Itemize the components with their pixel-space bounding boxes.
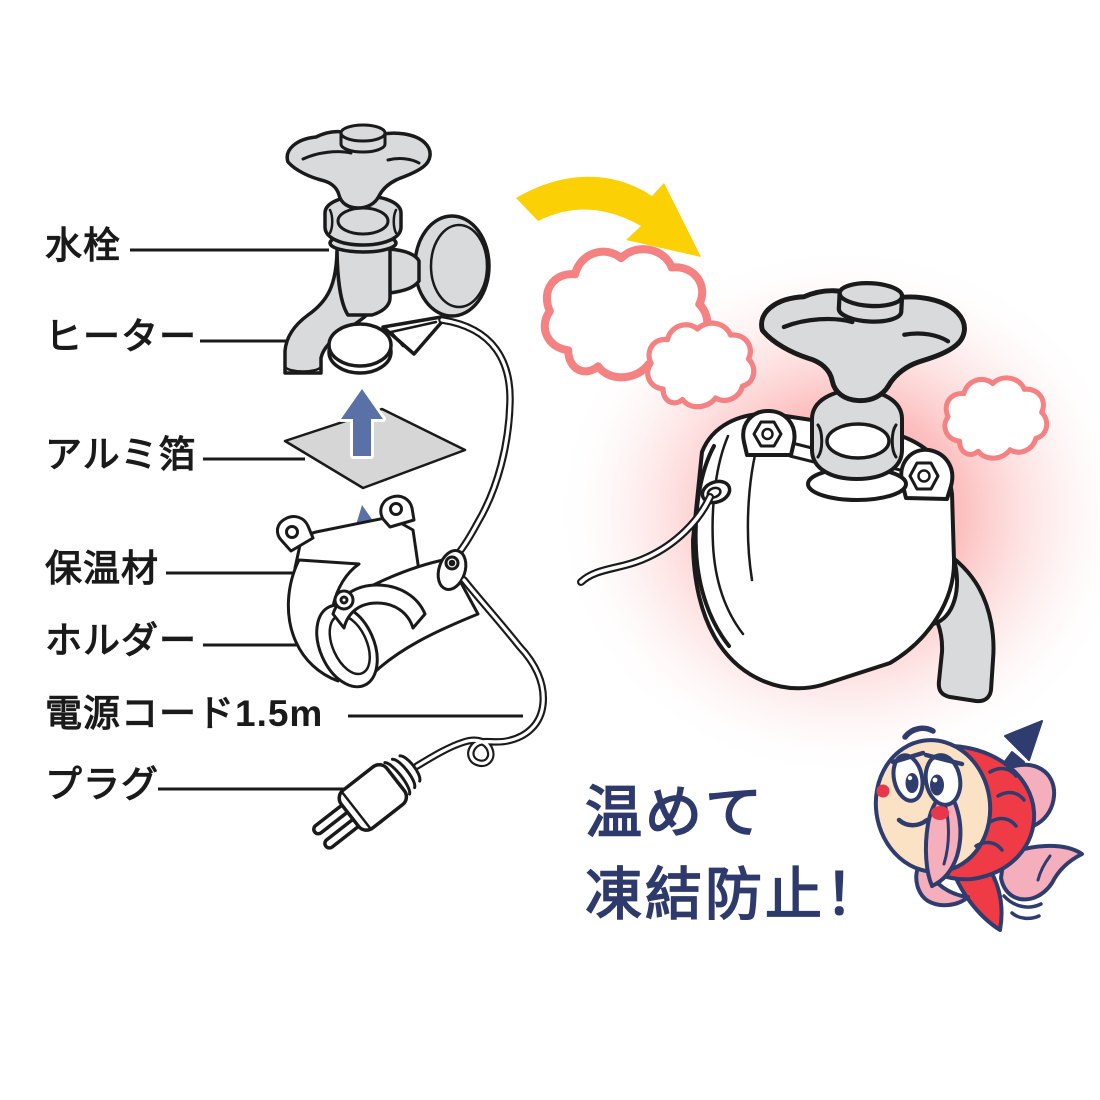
holder-left-rim-inner xyxy=(711,434,745,636)
caption-freeze-prevention: 温めて 凍結防止！ xyxy=(585,772,885,936)
caption-line-1: 温めて xyxy=(585,781,765,845)
plug-strain-relief xyxy=(383,754,422,796)
tab-hole xyxy=(285,525,299,539)
hinge-bolt-dot xyxy=(448,559,456,567)
bonnet-side-facets xyxy=(328,208,398,235)
fish-pupil-left xyxy=(905,773,919,793)
label-power-cord: 電源コード1.5m xyxy=(45,693,324,734)
wall-pipe xyxy=(386,247,421,295)
label-holder: ホルダー xyxy=(45,620,197,661)
power-cord-upper xyxy=(438,316,514,561)
fish-mouth-smirk xyxy=(896,817,930,828)
faucet-body xyxy=(335,243,392,317)
caption-line-2: 凍結防止！ xyxy=(585,863,885,927)
fish-eye-glint-left xyxy=(907,775,913,781)
holder-left-rim xyxy=(693,444,731,648)
fish-eye-glint-right xyxy=(932,777,938,783)
heater-illustration xyxy=(327,314,449,375)
plug-body xyxy=(337,762,409,832)
fish-eyebrow xyxy=(902,725,936,740)
holder-strap xyxy=(331,583,427,630)
fish-pupil-right xyxy=(930,774,944,796)
installed-cord-core xyxy=(579,495,712,584)
cross-handle xyxy=(285,123,432,210)
plug-face-line xyxy=(341,791,372,829)
label-insulation: 保温材 xyxy=(45,548,159,589)
hex-bolt-right-center xyxy=(917,469,931,483)
label-aluminum-foil: アルミ箔 xyxy=(45,434,197,475)
spout-tip-rim xyxy=(283,365,323,373)
fish-eyelids xyxy=(890,750,965,767)
heater-clip-detail xyxy=(389,320,438,348)
bonnet-facet-large xyxy=(825,422,891,460)
power-cord-lower xyxy=(413,576,548,770)
holder-illustration xyxy=(276,494,480,689)
label-heater: ヒーター xyxy=(45,316,197,357)
tab-hole xyxy=(389,502,403,516)
faucet-illustration xyxy=(283,123,491,375)
label-faucet: 水栓 xyxy=(45,225,121,266)
fish-lips xyxy=(876,784,890,798)
holder-mouth xyxy=(315,603,379,689)
strap-plate-hole xyxy=(339,595,349,605)
heater-pad xyxy=(327,322,393,368)
yellow-arrow-icon xyxy=(516,176,701,257)
tail-motion-lines xyxy=(1002,894,1043,921)
fish-cheek xyxy=(931,806,949,820)
assembly-up-arrow-icon xyxy=(338,386,386,459)
wall-flange xyxy=(413,214,491,318)
label-plug: プラグ xyxy=(45,764,159,805)
hex-bolt-left-center xyxy=(761,427,774,441)
plug-illustration xyxy=(312,754,422,850)
fish-tail-fan-line xyxy=(1036,854,1052,882)
fish-scale-bumps xyxy=(974,766,1026,852)
fish-arrow-head xyxy=(1004,720,1043,761)
heated-faucet-illustration xyxy=(545,244,1100,780)
fish-mascot-illustration xyxy=(873,720,1084,932)
wall-flange-rim xyxy=(429,223,489,309)
bonnet-side-facets-large xyxy=(816,423,898,459)
leader-lines xyxy=(130,248,523,791)
